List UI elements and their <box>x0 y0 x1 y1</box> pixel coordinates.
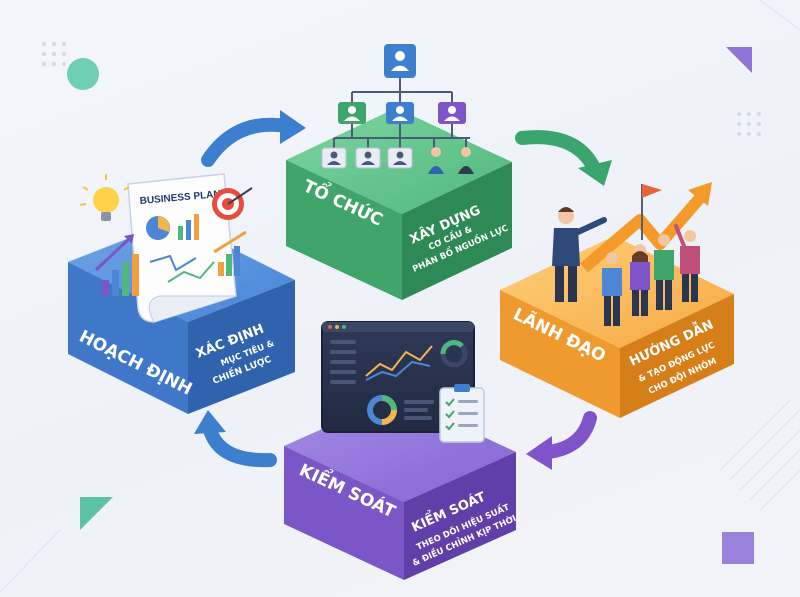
teal-circle-decoration <box>67 58 99 90</box>
cycle-arrow-icon <box>203 423 277 468</box>
org-people-figures <box>428 147 474 174</box>
leader-figure <box>552 207 607 302</box>
leading-block: LÃNH ĐẠO HƯỚNG DẪN & TẠO ĐỘNG LỰC CHO ĐỘ… <box>500 182 734 418</box>
org-chart-icon <box>321 44 474 174</box>
hatch-pattern-decoration <box>719 399 800 511</box>
purple-triangle-decoration <box>726 47 752 73</box>
org-box-middle <box>386 102 414 124</box>
planning-block-left-face <box>68 262 188 414</box>
dot-grid-right <box>737 112 761 136</box>
leading-block-right-face <box>620 294 734 418</box>
arrow-controlling-to-planning <box>194 410 277 468</box>
planning-block-right-face <box>188 280 295 414</box>
organizing-block: TỔ CHỨC XÂY DỰNG CƠ CẤU & PHÂN BỔ NGUỒN … <box>286 44 512 300</box>
planning-block: BUSINESS PLAN <box>68 173 295 414</box>
controlling-block-left-face <box>284 446 404 580</box>
org-box-left <box>338 102 366 124</box>
cycle-arrows <box>194 110 612 470</box>
org-box-top <box>384 44 416 78</box>
dashboard-icon <box>321 321 475 433</box>
lightbulb-icon <box>79 174 130 221</box>
arrow-leading-to-controlling <box>526 411 597 470</box>
target-icon <box>212 187 253 220</box>
org-staff-row <box>321 147 413 169</box>
planning-growth-chart-icon <box>213 230 247 276</box>
business-plan-document: BUSINESS PLAN <box>127 173 237 323</box>
teal-triangle-decoration <box>80 497 113 530</box>
team-members-figures <box>602 224 700 326</box>
controlling-block-right-face <box>404 452 516 580</box>
arrow-planning-to-organizing <box>201 110 306 167</box>
organizing-block-left-face <box>286 160 402 300</box>
dot-grid-top-left <box>41 41 67 67</box>
growth-arrow-icon <box>580 182 712 273</box>
controlling-block: KIỂM SOÁT KIỂM SOÁT THEO DÕI HIỆU SUẤT &… <box>284 321 518 580</box>
organizing-block-right-face <box>402 162 512 300</box>
arrow-organizing-to-leading <box>515 130 612 186</box>
leading-block-left-face <box>500 290 620 418</box>
purple-square-decoration <box>722 532 754 564</box>
planning-bar-chart-icon <box>94 234 139 296</box>
checklist-icon <box>439 384 485 443</box>
org-box-right <box>438 102 466 124</box>
cycle-arrow-icon <box>201 117 293 167</box>
flag-icon <box>641 184 662 240</box>
cycle-arrow-icon <box>515 130 601 175</box>
cycle-arrow-icon <box>541 411 597 459</box>
